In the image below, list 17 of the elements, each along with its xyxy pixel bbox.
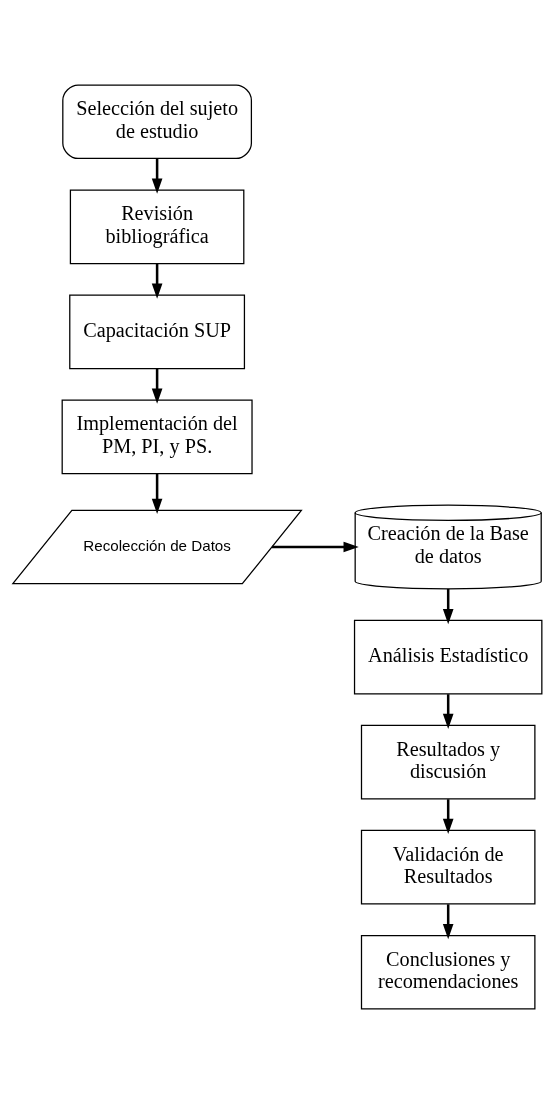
arrow: [442, 903, 454, 939]
node-box: Selección del sujeto de estudio: [62, 83, 253, 159]
arrow: [442, 588, 454, 624]
node-box: Capacitación SUP: [69, 294, 246, 369]
node-box: Implementación del PM, PI, y PS.: [61, 399, 253, 474]
node-box: Validación de Resultados: [360, 829, 536, 905]
arrow: [442, 693, 454, 729]
arrow: [151, 158, 163, 194]
arrow: [271, 541, 359, 552]
arrow: [151, 263, 163, 299]
node-box: Resultados y discusión: [360, 724, 536, 799]
arrow: [151, 473, 163, 514]
node-box: Conclusiones y recomendaciones: [360, 934, 536, 1010]
arrow: [151, 368, 163, 404]
node-box: Análisis Estadístico: [353, 619, 543, 694]
node-box: Revisión bibliográfica: [69, 188, 245, 264]
arrow: [442, 798, 454, 834]
